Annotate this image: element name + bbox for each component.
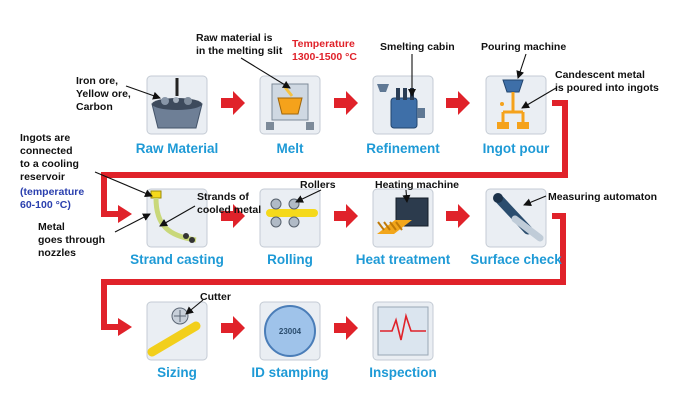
- note-ingots-line-4: reservoir: [20, 171, 65, 183]
- row-connector-2: [101, 213, 566, 336]
- note-strands-line-2: cooled metal: [197, 204, 261, 216]
- note-candescent-line-1: Candescent metal: [555, 69, 645, 81]
- pointer-lines: [94, 53, 557, 315]
- raw-material-icon: [146, 75, 208, 135]
- note-rollers: Rollers: [300, 179, 336, 191]
- rolling-icon: [259, 188, 321, 248]
- note-melt-temperature-line-1: Temperature: [292, 38, 355, 50]
- stamp-id-number: 23004: [279, 327, 302, 336]
- flow-arrow-8: [334, 316, 358, 340]
- row-connector-1: [101, 100, 568, 223]
- step-label-refinement: Refinement: [366, 141, 440, 156]
- note-melting-slit-line-1: Raw material is: [196, 32, 273, 44]
- flow-arrow-7: [221, 316, 245, 340]
- step-label-raw-material: Raw Material: [136, 141, 219, 156]
- step-label-melt: Melt: [277, 141, 305, 156]
- heat-treatment-icon: [372, 188, 434, 248]
- step-label-surface-check: Surface check: [470, 252, 562, 267]
- inspection-icon: [372, 301, 434, 361]
- step-label-id-stamping: ID stamping: [251, 365, 328, 380]
- note-heating-machine: Heating machine: [375, 179, 459, 191]
- flow-arrow-4: [221, 204, 245, 228]
- flow-arrow-1: [221, 91, 245, 115]
- note-candescent-line-2: is poured into ingots: [555, 82, 659, 94]
- step-label-ingot-pour: Ingot pour: [483, 141, 550, 156]
- flow-arrow-2: [334, 91, 358, 115]
- note-measuring-automaton: Measuring automaton: [548, 191, 657, 203]
- note-nozzles-line-3: nozzles: [38, 247, 76, 259]
- surface-check-icon: [485, 188, 547, 248]
- flow-arrow-3: [446, 91, 470, 115]
- note-cooling-temperature-line-2: 60-100 °C): [20, 199, 71, 211]
- step-label-rolling: Rolling: [267, 252, 313, 267]
- note-ingots-line-3: to a cooling: [20, 158, 79, 170]
- note-nozzles-line-1: Metal: [38, 221, 65, 233]
- note-pouring-machine: Pouring machine: [481, 41, 566, 53]
- note-strands-line-1: Strands of: [197, 191, 249, 203]
- note-cooling-temperature-line-1: (temperature: [20, 186, 84, 198]
- step-label-sizing: Sizing: [157, 365, 197, 380]
- strand-casting-icon: [146, 188, 208, 248]
- note-ores-line-1: Iron ore,: [76, 75, 118, 87]
- note-smelting-cabin: Smelting cabin: [380, 41, 455, 53]
- step-label-inspection: Inspection: [369, 365, 437, 380]
- note-ingots-line-2: connected: [20, 145, 73, 157]
- id-stamping-icon: [259, 301, 321, 361]
- note-melting-slit-line-2: in the melting slit: [196, 45, 283, 57]
- flow-arrow-5: [334, 204, 358, 228]
- step-label-heat-treatment: Heat treatment: [356, 252, 451, 267]
- note-ores-line-3: Carbon: [76, 101, 113, 113]
- refinement-cabin-icon: [372, 75, 434, 135]
- melt-furnace-icon: [259, 75, 321, 135]
- step-label-strand-casting: Strand casting: [130, 252, 224, 267]
- ingot-pour-icon: [485, 75, 547, 135]
- note-cutter: Cutter: [200, 291, 231, 303]
- note-ingots-line-1: Ingots are: [20, 132, 70, 144]
- flow-arrow-6: [446, 204, 470, 228]
- note-nozzles-line-2: goes through: [38, 234, 105, 246]
- note-melt-temperature-line-2: 1300-1500 °C: [292, 51, 357, 63]
- note-ores-line-2: Yellow ore,: [76, 88, 131, 100]
- sizing-icon: [146, 301, 208, 361]
